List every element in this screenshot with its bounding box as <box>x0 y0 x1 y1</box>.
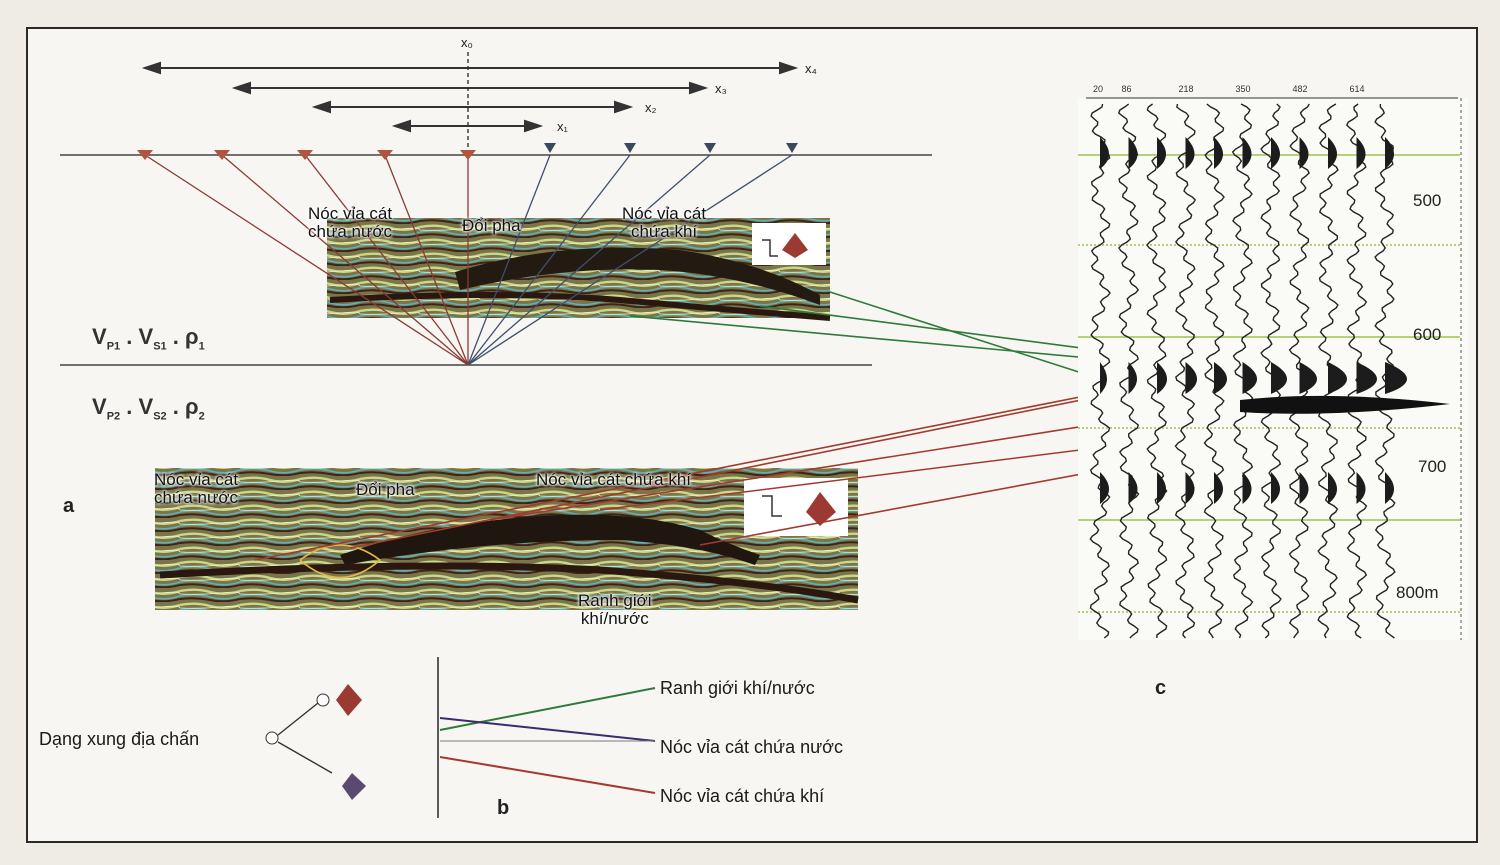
offset-x1: x₁ <box>557 119 568 134</box>
trace-peak <box>1100 137 1109 169</box>
label-gas-top-bottom: Nóc vỉa cát chứa khí <box>536 470 692 489</box>
trace-peak <box>1271 472 1280 504</box>
trace-peak <box>1271 137 1280 169</box>
trace-offset-label: 350 <box>1235 84 1251 94</box>
receivers <box>544 143 798 153</box>
trace-peak <box>1356 362 1377 394</box>
depth-tick-600: 600 <box>1413 325 1442 344</box>
trace-peak <box>1299 137 1309 169</box>
trace-peak <box>1128 362 1137 394</box>
trace-peak <box>1328 472 1337 504</box>
trace-peak <box>1185 472 1195 504</box>
panel-label-b: b <box>497 797 510 819</box>
trace-peak <box>1214 472 1223 504</box>
label-gas-top: Nóc vỉa cát chứa khí <box>622 204 707 241</box>
trace-peak <box>1385 137 1394 169</box>
seismic-trace <box>1203 103 1225 639</box>
seismic-trace <box>1174 103 1197 639</box>
panel-label-a: a <box>63 495 75 517</box>
bright-spot <box>1240 395 1450 414</box>
label-phase-reversal: Đổi pha <box>462 216 521 235</box>
label-seismic-pulse: Dạng xung địa chấn <box>39 729 200 749</box>
layer1-properties: VP1 . VS1 . ρ1 <box>92 324 205 353</box>
depth-tick-700: 700 <box>1418 457 1447 476</box>
trace-peak <box>1100 362 1107 394</box>
trace-peak <box>1185 362 1197 394</box>
trace-peak <box>1328 137 1337 169</box>
trace-peak <box>1214 137 1223 169</box>
ray-paths <box>144 154 793 366</box>
label-water-top: Nóc vỉa cát chứa nước <box>308 204 393 241</box>
label-gas-water-contact: Ranh giới khí/nước <box>578 591 652 628</box>
offset-x3: x₃ <box>715 81 727 96</box>
trace-peak <box>1242 362 1257 394</box>
legend-line-purple <box>439 717 656 742</box>
legend-line-green <box>439 687 656 731</box>
trace-peak <box>1385 472 1394 504</box>
trace-peak <box>1128 472 1138 504</box>
trace-peak <box>1157 362 1167 394</box>
depth-tick-800: 800m <box>1396 583 1439 602</box>
trace-peak <box>1242 137 1252 169</box>
label-water-top-bottom: Nóc vỉa cát chứa nước <box>154 470 239 507</box>
trace-offset-label: 218 <box>1178 84 1194 94</box>
depth-tick-500: 500 <box>1413 191 1442 210</box>
trace-peak <box>1299 362 1317 394</box>
trace-peak <box>1356 472 1366 504</box>
trace-peak <box>1242 472 1252 504</box>
label-phase-reversal-bottom: Đổi pha <box>356 480 415 499</box>
trace-offset-label: 86 <box>1121 84 1132 94</box>
legend-water-sand-top: Nóc vỉa cát chứa nước <box>660 737 843 757</box>
trace-peak <box>1299 472 1309 504</box>
trace-peak <box>1128 137 1138 169</box>
offset-x4: x₄ <box>805 61 817 76</box>
trace-peak <box>1157 137 1166 169</box>
trace-peak <box>1185 137 1195 169</box>
trace-peak <box>1385 362 1407 394</box>
offset-x2: x₂ <box>645 100 657 115</box>
trace-peak <box>1328 362 1347 394</box>
offset-arrows <box>141 61 799 133</box>
legend-gas-water-contact: Ranh giới khí/nước <box>660 678 815 698</box>
layer2-properties: VP2 . VS2 . ρ2 <box>92 394 205 423</box>
trace-offset-label: 614 <box>1349 84 1365 94</box>
trace-peak <box>1356 137 1366 169</box>
offset-x0: x₀ <box>461 35 473 50</box>
seismic-trace <box>1231 103 1254 639</box>
trace-offset-label: 482 <box>1292 84 1308 94</box>
panel-label-c: c <box>1155 677 1167 699</box>
seismic-trace <box>1260 103 1282 639</box>
trace-peak <box>1100 472 1109 504</box>
trace-peak <box>1157 472 1166 504</box>
trace-peak <box>1214 362 1227 394</box>
trace-peak <box>1271 362 1287 394</box>
gather-panel <box>1078 97 1468 640</box>
legend-line-red <box>439 756 656 794</box>
trace-offset-label: 20 <box>1093 84 1104 94</box>
legend-gas-sand-top: Nóc vỉa cát chứa khí <box>660 786 825 806</box>
sources <box>137 150 476 160</box>
